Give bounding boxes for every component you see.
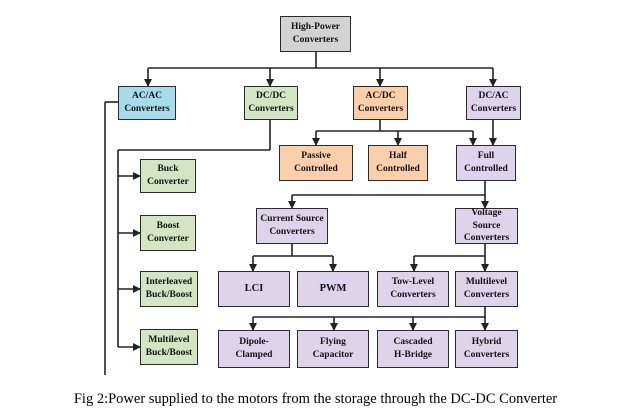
converter-diagram: High-Power Converters AC/AC Converters D…	[104, 16, 521, 375]
figure-caption: Fig 2:Power supplied to the motors from …	[73, 391, 558, 407]
connector-lines	[104, 52, 497, 375]
node-multilevel-converters: Multilevel Converters	[455, 271, 518, 307]
node-current-source-converters: Current Source Converters	[256, 208, 328, 244]
node-dc-dc-converters: DC/DC Converters	[244, 86, 298, 120]
node-full-controlled: Full Controlled	[456, 145, 516, 181]
node-interleaved-buck-boost: Interleaved Buck/Boost	[140, 271, 198, 307]
node-multilevel-buck-boost: Multilevel Buck/Boost	[140, 329, 198, 365]
node-cascaded-h-bridge: Cascaded H-Bridge	[377, 330, 449, 368]
node-ac-ac-converters: AC/AC Converters	[118, 86, 176, 120]
node-buck-converter: Buck Converter	[140, 159, 196, 193]
node-boost-converter: Boost Converter	[140, 215, 196, 251]
node-dc-ac-converters: DC/AC Converters	[466, 86, 521, 120]
node-high-power-converters: High-Power Converters	[280, 16, 351, 52]
node-half-controlled: Half Controlled	[368, 145, 428, 181]
node-ac-dc-converters: AC/DC Converters	[353, 86, 408, 120]
node-dipole-clamped: Dipole- Clamped	[218, 330, 290, 368]
node-lci: LCI	[218, 271, 290, 307]
node-voltage-source-converters: Voltage Source Converters	[455, 208, 518, 244]
node-flying-capacitor: Flying Capacitor	[297, 330, 369, 368]
node-pwm: PWM	[297, 271, 369, 307]
node-passive-controlled: Passive Controlled	[279, 145, 353, 181]
node-hybrid-converters: Hybrid Converters	[455, 330, 518, 368]
node-two-level-converters: Tow-Level Converters	[377, 271, 449, 307]
